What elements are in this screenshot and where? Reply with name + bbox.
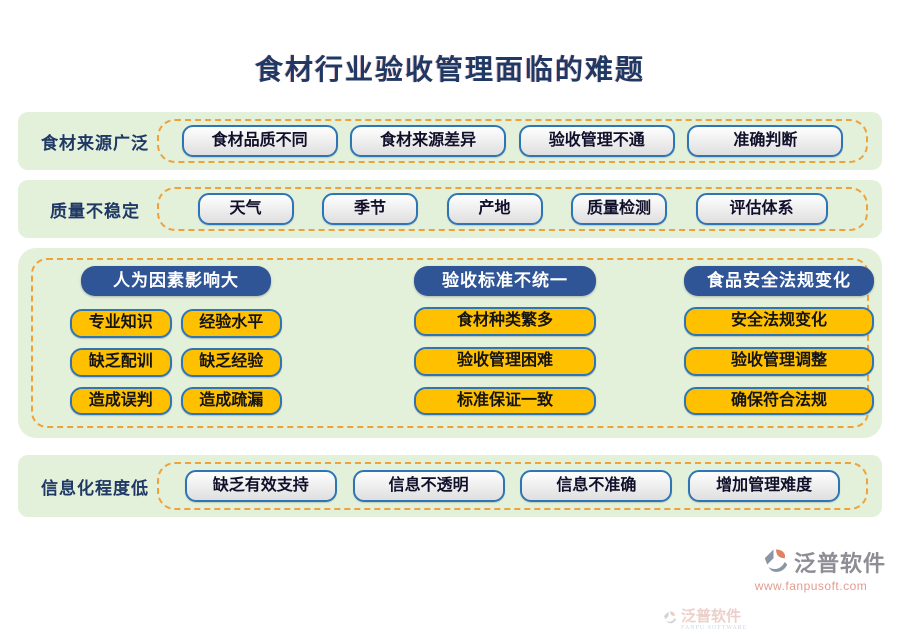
band-unstable-quality-label: 质量不稳定 xyxy=(50,201,140,221)
watermark-name: 泛普软件 xyxy=(681,609,742,625)
column-law-changes: 食品安全法规变化 安全法规变化 验收管理调整 确保符合法规 xyxy=(684,266,874,416)
band-low-informatization-group: 缺乏有效支持 信息不透明 信息不准确 增加管理难度 xyxy=(157,462,868,510)
item-misjudgement: 造成误判 xyxy=(70,386,172,416)
item-ensure-compliance: 确保符合法规 xyxy=(684,386,874,416)
item-safety-law-changes: 安全法规变化 xyxy=(684,307,874,336)
band-food-sources: 食材来源广泛 食材品质不同 食材来源差异 验收管理不通 准确判断 xyxy=(18,112,882,170)
brand-watermark: 泛普软件 FANPU SOFTWARE xyxy=(662,610,782,631)
pill-quality-inspection: 质量检测 xyxy=(571,193,667,225)
pill-info-inaccurate: 信息不准确 xyxy=(520,470,673,502)
band-food-sources-group: 食材品质不同 食材来源差异 验收管理不通 准确判断 xyxy=(157,119,868,163)
pill-origin: 产地 xyxy=(446,193,543,225)
vendor-name: 泛普软件 xyxy=(793,551,886,576)
panel-dashed-border xyxy=(31,258,869,428)
column-human-factor: 人为因素影响大 专业知识 经验水平 缺乏配训 缺乏经验 造成误判 造成疏漏 xyxy=(70,266,282,416)
band-low-informatization-label: 信息化程度低 xyxy=(41,478,149,498)
column-standard-header: 验收标准不统一 xyxy=(414,266,596,296)
watermark-text-block: 泛普软件 FANPU SOFTWARE xyxy=(681,610,747,631)
item-professional-knowledge: 专业知识 xyxy=(70,309,172,338)
vendor-logo: 泛普软件 www.fanpusoft.com xyxy=(736,546,886,593)
item-experience-level: 经验水平 xyxy=(180,309,282,338)
vendor-logo-row: 泛普软件 xyxy=(736,546,886,578)
vendor-logo-icon xyxy=(764,549,788,572)
item-acceptance-adjustment: 验收管理调整 xyxy=(684,346,874,376)
page-title: 食材行业验收管理面临的难题 xyxy=(254,55,645,86)
band-food-sources-label: 食材来源广泛 xyxy=(41,133,149,153)
band-low-informatization: 信息化程度低 缺乏有效支持 信息不透明 信息不准确 增加管理难度 xyxy=(18,455,882,517)
column-human-factor-header: 人为因素影响大 xyxy=(81,266,271,296)
column-human-factor-grid: 专业知识 经验水平 缺乏配训 缺乏经验 造成误判 造成疏漏 xyxy=(70,309,282,416)
watermark-subtitle: FANPU SOFTWARE xyxy=(681,625,748,631)
pill-management-harder: 增加管理难度 xyxy=(688,470,841,502)
item-many-food-types: 食材种类繁多 xyxy=(414,307,596,336)
pill-source-differs: 食材来源差异 xyxy=(350,125,507,157)
infographic-canvas: 食材行业验收管理面临的难题 食材来源广泛 食材品质不同 食材来源差异 验收管理不… xyxy=(18,55,886,631)
column-standard-inconsistent: 验收标准不统一 食材种类繁多 验收管理困难 标准保证一致 xyxy=(414,266,596,416)
item-omissions: 造成疏漏 xyxy=(180,386,282,416)
pill-lack-effective-support: 缺乏有效支持 xyxy=(184,470,337,502)
pill-acceptance-blocked: 验收管理不通 xyxy=(518,125,675,157)
pill-quality-differs: 食材品质不同 xyxy=(181,125,338,157)
pill-info-opaque: 信息不透明 xyxy=(352,470,505,502)
watermark-logo-icon xyxy=(664,611,676,624)
pill-weather: 天气 xyxy=(197,193,294,225)
pill-evaluation-system: 评估体系 xyxy=(695,193,828,225)
pill-season: 季节 xyxy=(322,193,418,225)
vendor-url: www.fanpusoft.com xyxy=(754,579,868,593)
column-law-header: 食品安全法规变化 xyxy=(684,266,874,296)
pill-accurate-judgement: 准确判断 xyxy=(687,125,844,157)
band-unstable-quality: 质量不稳定 天气 季节 产地 质量检测 评估体系 xyxy=(18,180,882,238)
item-lack-of-training: 缺乏配训 xyxy=(70,347,172,377)
band-unstable-quality-group: 天气 季节 产地 质量检测 评估体系 xyxy=(157,187,868,231)
item-acceptance-difficult: 验收管理困难 xyxy=(414,346,596,376)
panel-main-factors: 泛普软件 FANPU SOFTWARE 人为因素影响大 专业知识 经验水平 缺乏… xyxy=(18,248,882,631)
item-lack-of-experience: 缺乏经验 xyxy=(180,347,282,377)
item-standard-consistency: 标准保证一致 xyxy=(414,386,596,416)
